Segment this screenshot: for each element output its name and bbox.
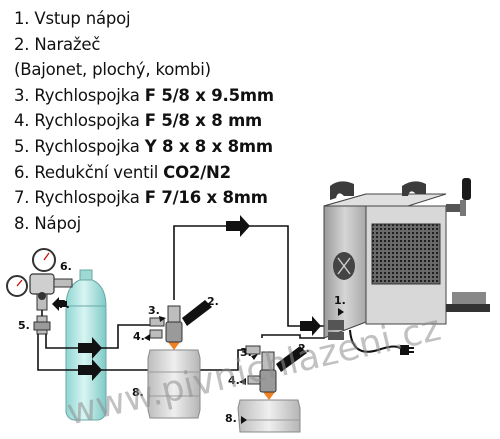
pointer-arrow (239, 378, 246, 385)
callout-3a: 3. (148, 304, 160, 317)
coupler-handle-1 (182, 300, 212, 326)
legend-item-2: 2. Naražeč (14, 34, 101, 54)
flow-arrow (300, 316, 321, 336)
power-plug (400, 345, 409, 355)
legend-list: 1. Vstup nápoj 2. Naražeč (Bajonet, ploc… (14, 6, 274, 236)
flow-arrow (78, 337, 102, 359)
pointer-arrow (144, 334, 150, 341)
pressure-regulator (6, 248, 73, 311)
callout-8a: 8. (132, 386, 144, 399)
coupler-1 (165, 321, 183, 343)
beer-line-keg2 (261, 334, 325, 339)
callout-4b: 4. (228, 374, 240, 387)
legend-item-4: 4. Rychlospojka F 5/8 x 8 mm (14, 111, 263, 131)
callout-1: 1. (334, 294, 346, 307)
flow-arrows (52, 215, 321, 381)
y-splitter (33, 315, 51, 335)
pointer-arrow (338, 308, 344, 316)
drip-tray (446, 304, 490, 312)
cooler-handle (330, 181, 354, 200)
power-cord (349, 329, 414, 355)
legend-item-6: 6. Redukční ventil CO2/N2 (14, 162, 231, 182)
legend-item-7: 7. Rychlospojka F 7/16 x 8mm (14, 188, 268, 208)
callout-6: 6. (60, 260, 72, 273)
callouts: 6. 7. 5. 3. 4. 2. 8. 3. 4. 2. 8. 1. (18, 260, 346, 425)
flow-arrow (78, 359, 102, 381)
lines (37, 225, 325, 371)
keg-valve-arrow (263, 392, 275, 400)
legend-item-8: 8. Nápoj (14, 213, 81, 233)
coupler-handle-2 (276, 346, 307, 372)
cooler-grille (371, 223, 441, 285)
keg-1 (147, 300, 212, 419)
callout-5: 5. (18, 319, 30, 332)
keg-valve-arrow (168, 342, 180, 350)
callout-7: 7. (58, 298, 70, 311)
callout-2a: 2. (207, 295, 219, 308)
legend-item-3: 3. Rychlospojka F 5/8 x 9.5mm (14, 85, 274, 105)
callout-2b: 2. (298, 342, 310, 355)
callout-8b: 8. (225, 412, 237, 425)
gas-line-upper (45, 324, 155, 349)
callout-3b: 3. (240, 346, 252, 359)
pointer-arrow (241, 416, 247, 424)
beer-cooler (323, 178, 490, 340)
callout-4a: 4. (133, 330, 145, 343)
tap-handle (462, 178, 471, 200)
pointer-arrow (251, 354, 258, 360)
pointer-arrows (144, 308, 344, 424)
legend-item-2-note: (Bajonet, plochý, kombi) (14, 60, 211, 80)
gas-line-lower (37, 334, 152, 371)
legend-item-1: 1. Vstup nápoj (14, 9, 131, 28)
flow-arrow (226, 215, 250, 237)
keg-2 (237, 345, 307, 433)
flow-arrow (52, 297, 67, 311)
legend-item-5: 5. Rychlospojka Y 8 x 8 x 8mm (14, 136, 273, 156)
pointer-arrow (159, 316, 166, 322)
co2-cylinder (65, 269, 107, 421)
